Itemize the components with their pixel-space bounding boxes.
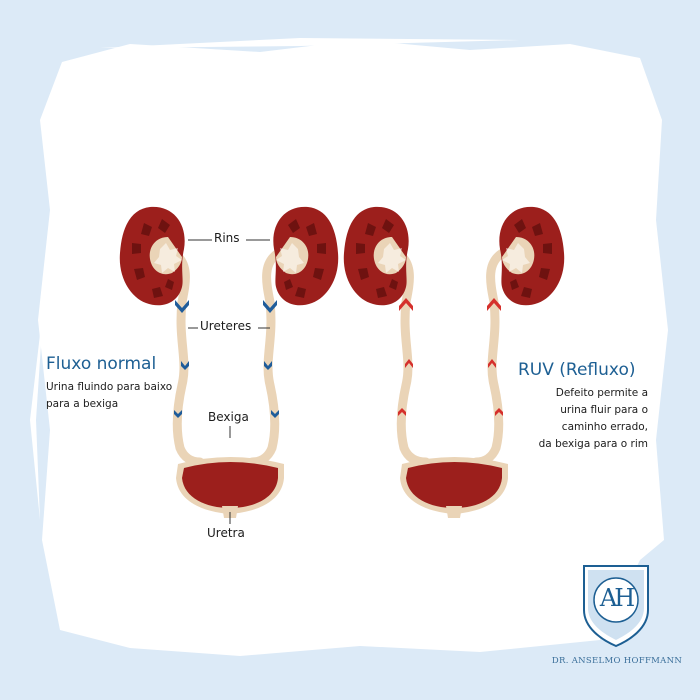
down-arrow-icon	[175, 300, 189, 313]
description-line: caminho errado,	[561, 421, 648, 433]
up-arrow-icon	[398, 408, 406, 416]
reflux-diagram	[343, 206, 565, 518]
up-arrow-icon	[487, 298, 501, 311]
paper-edge-streak	[30, 300, 44, 520]
down-arrow-icon	[174, 410, 182, 418]
brand-name: DR. ANSELMO HOFFMANN	[551, 656, 683, 666]
description-line: urina fluir para o	[560, 404, 648, 416]
right-ureter-reflux	[471, 247, 509, 467]
down-arrow-icon	[264, 361, 272, 370]
up-arrow-icon	[488, 359, 496, 368]
normal-flow-title: Fluxo normal	[46, 354, 157, 374]
right-ureter	[247, 247, 285, 467]
down-arrow-icon	[181, 361, 189, 370]
description-line: Urina fluindo para baixo	[46, 381, 173, 393]
reflux-title: RUV (Refluxo)	[518, 360, 636, 380]
description-line: para a bexiga	[46, 398, 119, 410]
label-bexiga: Bexiga	[208, 410, 249, 424]
bladder	[176, 457, 284, 518]
left-ureter-reflux	[391, 247, 431, 467]
up-arrow-icon	[399, 298, 413, 311]
up-arrow-icon	[495, 408, 503, 416]
paper-edge-streak	[100, 38, 520, 48]
up-arrow-icon	[405, 359, 413, 368]
normal-flow-diagram	[119, 206, 339, 518]
paper-background	[38, 40, 668, 656]
reflux-description: Defeito permite a urina fluir para o cam…	[508, 385, 648, 453]
bladder-reflux	[400, 457, 508, 518]
normal-flow-description: Urina fluindo para baixo para a bexiga	[46, 379, 172, 413]
description-line: da bexiga para o rim	[538, 438, 648, 450]
left-ureter	[167, 247, 205, 467]
down-arrow-icon	[271, 410, 279, 418]
down-arrow-icon	[263, 300, 277, 313]
label-leader-lines	[188, 239, 270, 524]
label-rins: Rins	[214, 231, 240, 245]
brand-monogram: AH	[599, 584, 635, 612]
label-ureteres: Ureteres	[200, 319, 252, 333]
label-uretra: Uretra	[207, 526, 245, 540]
brand-logo	[583, 565, 649, 648]
description-line: Defeito permite a	[555, 387, 648, 399]
